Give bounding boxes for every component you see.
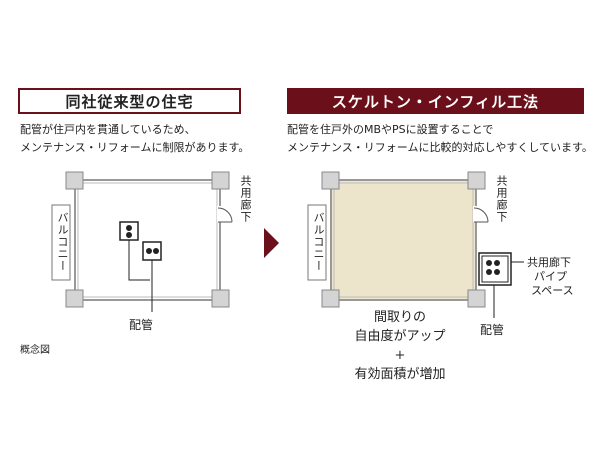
left-pillar-tl bbox=[65, 171, 84, 190]
right-room-outline bbox=[330, 179, 477, 301]
right-pillar-bl bbox=[321, 289, 340, 308]
left-caption: 概念図 bbox=[20, 345, 50, 356]
arrow-icon bbox=[264, 228, 279, 258]
right-pipe-space-label-1: 共用廊下 bbox=[527, 256, 571, 269]
left-desc-2: メンテナンス・リフォームに制限があります。 bbox=[20, 141, 250, 154]
right-balcony-box bbox=[307, 204, 327, 281]
left-title: 同社従来型の住宅 bbox=[18, 88, 241, 114]
benefit-line-2: 自由度がアップ bbox=[354, 329, 446, 344]
left-balcony-box bbox=[51, 204, 71, 281]
right-pipe-space-label-2: パイプ bbox=[534, 270, 567, 283]
left-door-gap bbox=[217, 206, 223, 222]
right-pipe-label: 配管 bbox=[480, 323, 505, 337]
left-balcony-label: バルコニー bbox=[56, 212, 69, 272]
right-door-icon bbox=[473, 207, 489, 223]
left-room-outline bbox=[74, 179, 221, 301]
right-corridor-label: 共用廊下 bbox=[495, 175, 508, 223]
right-pipe-space-label-3: スペース bbox=[531, 284, 574, 297]
right-pillar-br bbox=[467, 289, 486, 308]
right-desc-2: メンテナンス・リフォームに比較的対応しやすくしています。 bbox=[287, 141, 593, 154]
left-pipe-line-1 bbox=[128, 240, 150, 281]
benefit-text-block: 間取りの 自由度がアップ + 有効面積が増加 bbox=[330, 308, 470, 384]
left-pipe-label: 配管 bbox=[129, 318, 154, 332]
left-desc-1: 配管が住戸内を貫通しているため、 bbox=[20, 123, 196, 136]
right-balcony-label: バルコニー bbox=[312, 212, 325, 272]
benefit-line-1: 間取りの bbox=[373, 310, 426, 325]
right-door-gap bbox=[473, 206, 479, 222]
left-door-icon bbox=[217, 207, 233, 223]
right-pillar-tr bbox=[467, 171, 486, 190]
right-pillar-tl bbox=[321, 171, 340, 190]
left-corridor-label: 共用廊下 bbox=[239, 175, 252, 223]
left-room-inner bbox=[77, 182, 218, 298]
left-pillar-tr bbox=[211, 171, 230, 190]
right-desc-1: 配管を住戸外のMBやPSに設置することで bbox=[287, 123, 494, 136]
left-pillar-bl bbox=[65, 289, 84, 308]
right-room-inner bbox=[333, 182, 474, 298]
left-floor-plan bbox=[51, 171, 233, 312]
benefit-plus: + bbox=[394, 348, 406, 363]
benefit-line-3: 有効面積が増加 bbox=[354, 367, 446, 382]
right-floor-plan bbox=[307, 171, 524, 318]
right-title: スケルトン・インフィル工法 bbox=[287, 88, 584, 114]
right-pipe-space-inner bbox=[481, 255, 509, 283]
left-pillar-br bbox=[211, 289, 230, 308]
